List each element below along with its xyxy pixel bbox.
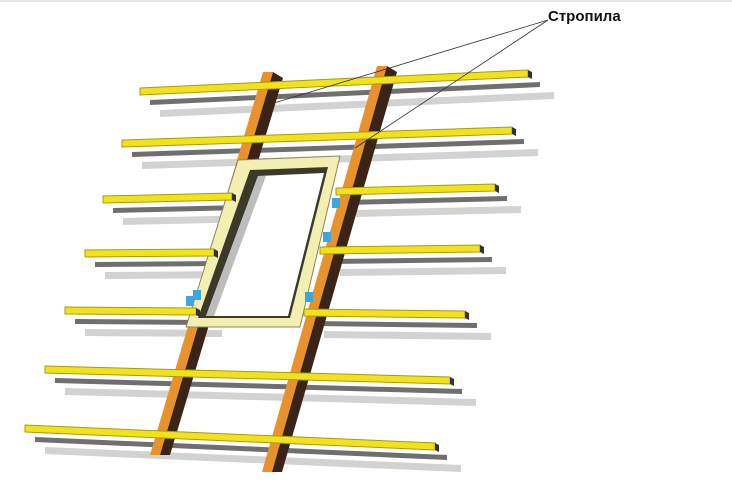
batten-shadow — [75, 319, 208, 325]
batten-end — [528, 70, 532, 79]
batten — [139, 69, 529, 96]
mounting-bracket — [323, 232, 331, 242]
batten-shadow — [132, 139, 524, 157]
mounting-bracket — [193, 290, 201, 300]
top-border — [0, 0, 732, 2]
leader-line — [273, 19, 549, 104]
batten-end — [232, 193, 236, 202]
rafter-right — [262, 66, 387, 472]
batten-shadow — [346, 196, 507, 205]
batten-shadow — [95, 261, 226, 267]
window-opening-shadow — [206, 176, 266, 316]
batten-end — [450, 377, 454, 386]
batten-shadow — [330, 257, 492, 264]
batten-shadow — [55, 378, 462, 394]
batten — [102, 192, 233, 204]
batten — [303, 308, 466, 319]
batten-shadow — [35, 437, 447, 460]
batten-shadow — [150, 82, 540, 105]
batten-end — [480, 245, 484, 254]
batten — [319, 244, 481, 255]
batten-shadow — [113, 205, 244, 213]
batten-shadow-soft — [160, 92, 554, 117]
mounting-bracket — [332, 198, 340, 208]
batten-shadow-soft — [65, 388, 476, 406]
rafter-right-side — [272, 66, 397, 472]
window-opening — [206, 173, 324, 316]
batten-end — [495, 184, 499, 193]
batten-end — [512, 127, 516, 136]
leader-line — [354, 19, 549, 149]
batten — [64, 306, 197, 316]
batten-shadow-soft — [340, 267, 506, 276]
batten-end — [435, 443, 439, 452]
batten — [84, 248, 215, 258]
batten-shadow-soft — [324, 331, 491, 340]
batten-end — [196, 308, 200, 317]
batten-shadow — [314, 321, 477, 328]
rafters-label: Стропила — [548, 8, 621, 25]
batten-end — [214, 249, 218, 258]
mounting-bracket — [305, 292, 313, 302]
batten-shadow-soft — [45, 447, 461, 472]
batten-end — [465, 311, 469, 320]
batten-shadow-soft — [356, 206, 521, 217]
mounting-bracket — [186, 296, 194, 306]
